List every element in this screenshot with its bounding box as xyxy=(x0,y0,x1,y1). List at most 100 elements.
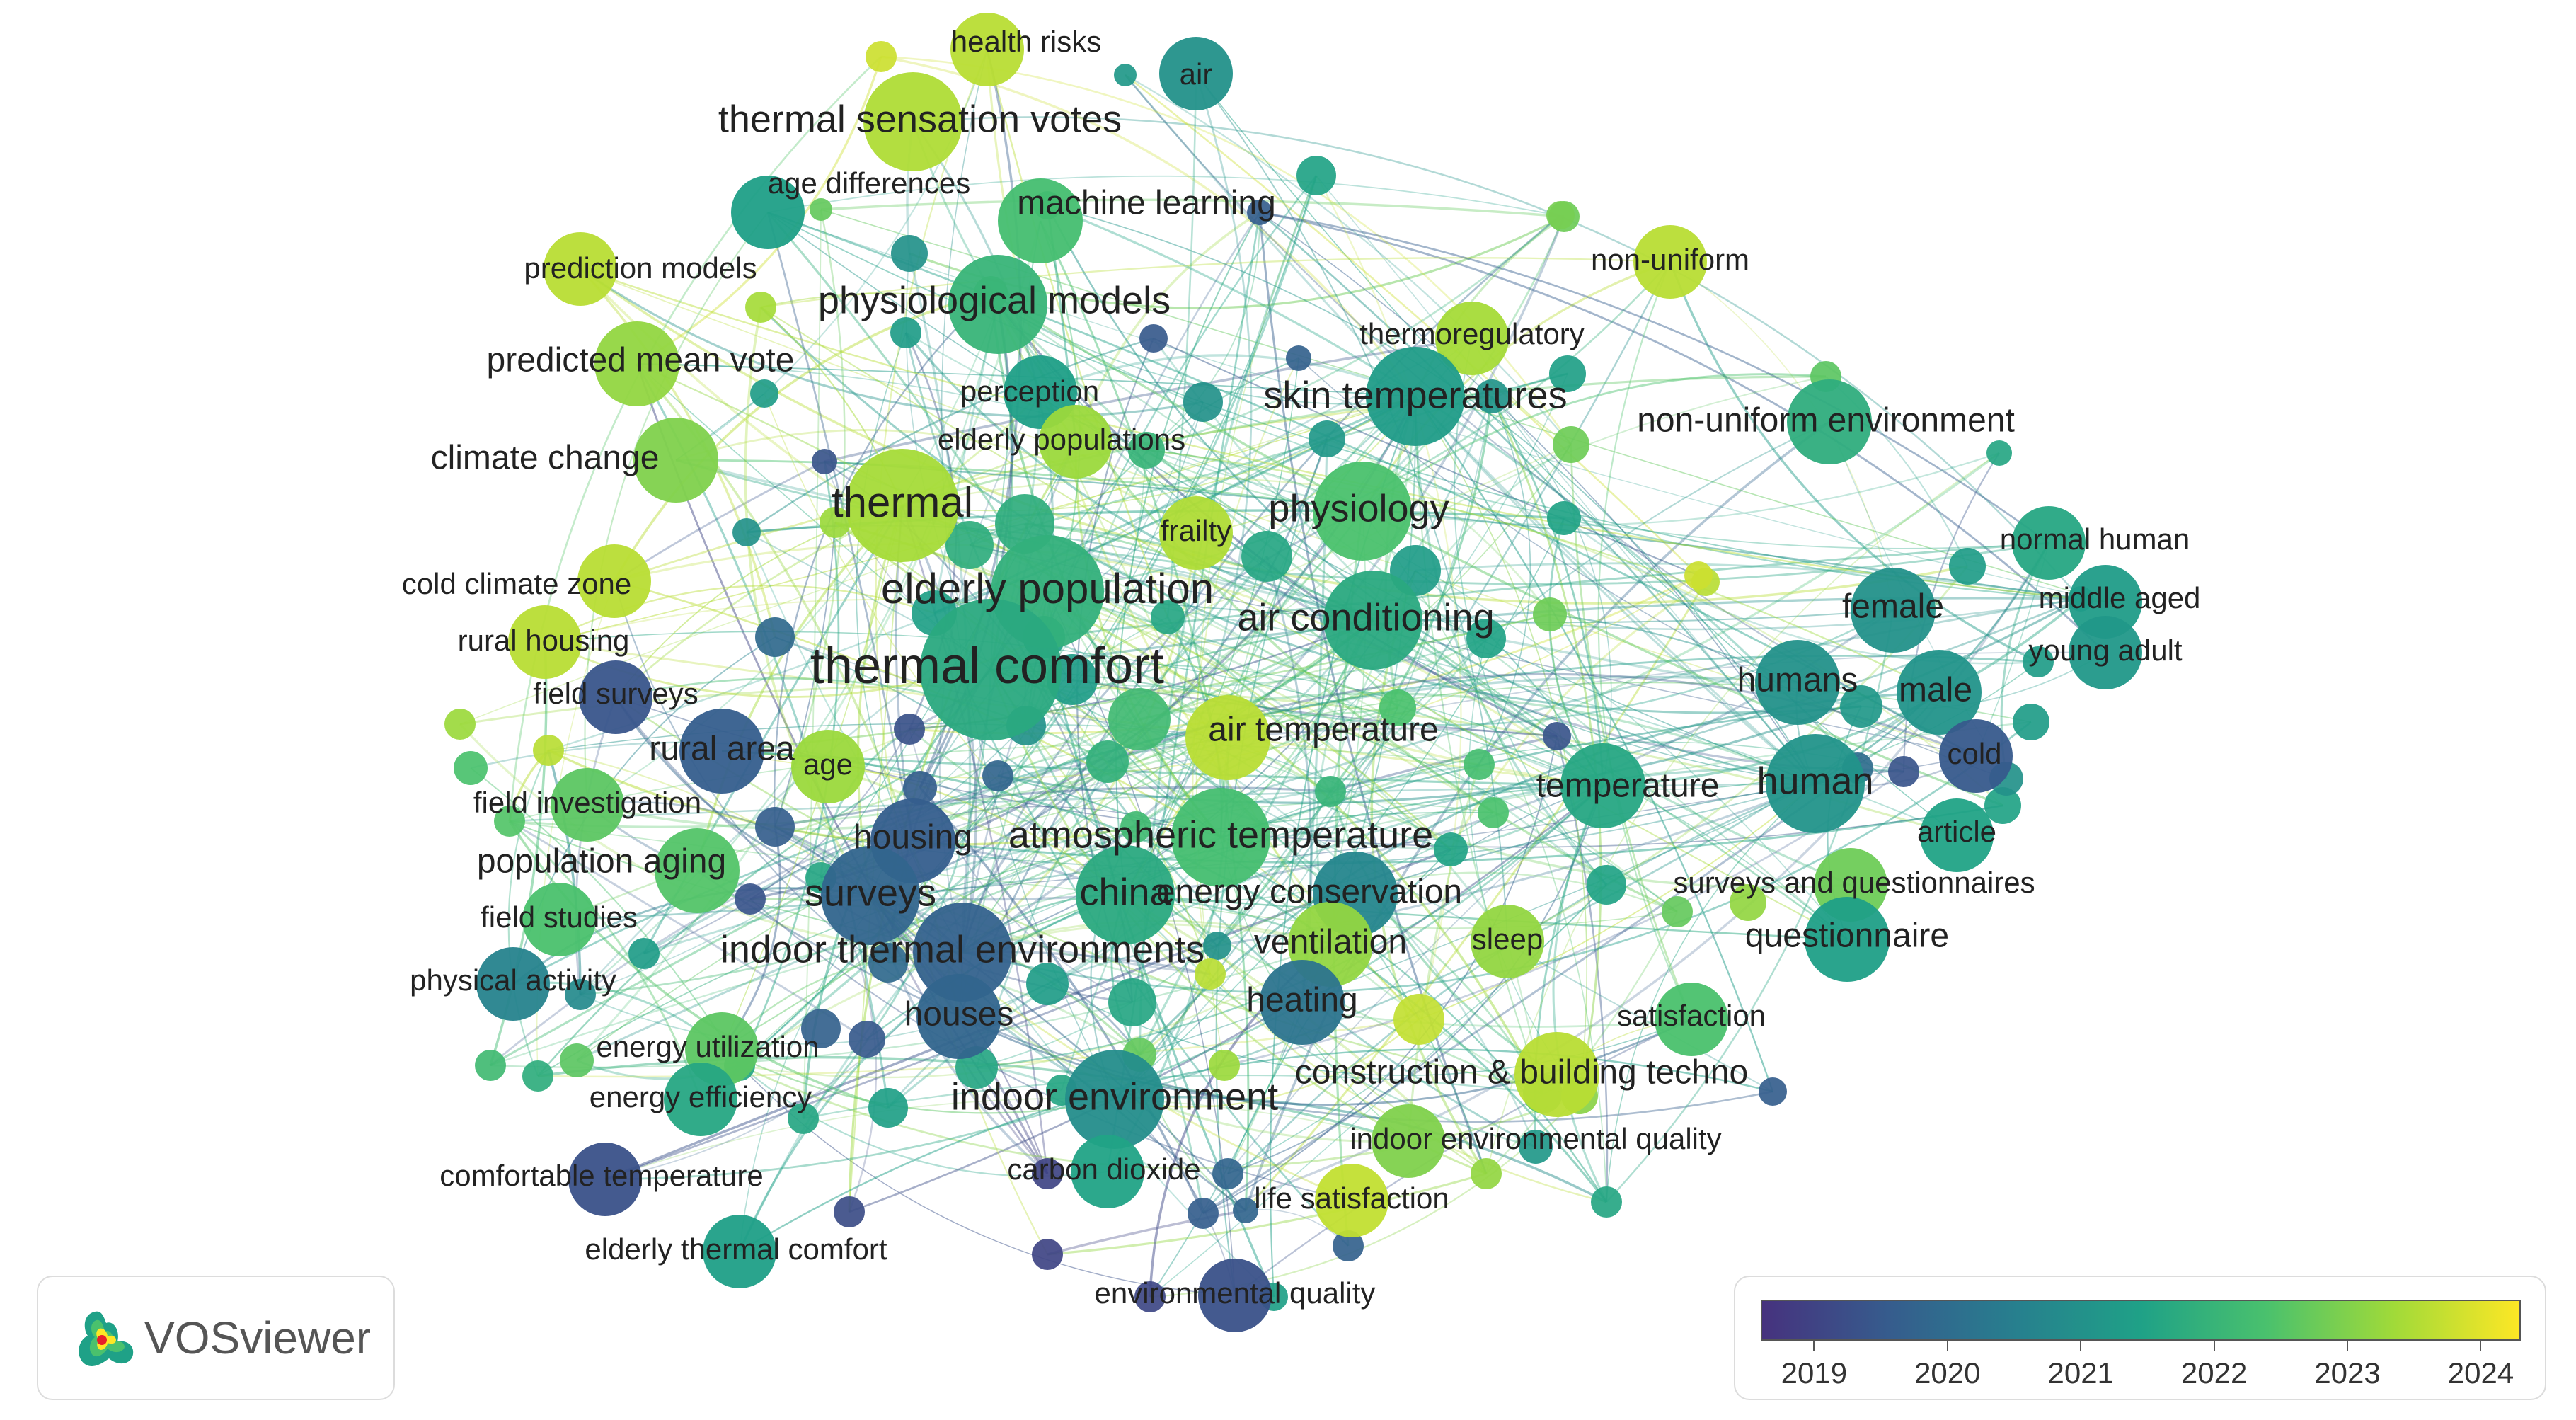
keyword-node[interactable] xyxy=(1475,379,1509,413)
keyword-node[interactable] xyxy=(568,1143,642,1216)
keyword-node[interactable] xyxy=(1076,845,1175,944)
keyword-node[interactable] xyxy=(1120,811,1151,842)
keyword-node[interactable] xyxy=(1471,1158,1502,1189)
keyword-node[interactable] xyxy=(1514,1032,1599,1117)
keyword-node[interactable] xyxy=(1114,64,1137,86)
keyword-node[interactable] xyxy=(735,883,766,915)
keyword-node[interactable] xyxy=(1986,440,2012,466)
keyword-node[interactable] xyxy=(1478,797,1509,828)
keyword-node[interactable] xyxy=(1471,905,1544,978)
keyword-node[interactable] xyxy=(2023,646,2054,677)
keyword-node[interactable] xyxy=(1203,932,1231,960)
keyword-node[interactable] xyxy=(1730,884,1766,921)
keyword-node[interactable] xyxy=(1247,200,1272,225)
keyword-node[interactable] xyxy=(1065,1050,1164,1149)
keyword-node[interactable] xyxy=(444,709,476,740)
keyword-node[interactable] xyxy=(863,72,962,171)
keyword-node[interactable] xyxy=(801,1009,841,1048)
keyword-node[interactable] xyxy=(1151,600,1185,634)
keyword-node[interactable] xyxy=(1587,865,1626,905)
keyword-node[interactable] xyxy=(890,317,921,348)
keyword-node[interactable] xyxy=(1805,897,1890,982)
keyword-node[interactable] xyxy=(1851,568,1936,653)
keyword-node[interactable] xyxy=(1323,571,1422,670)
keyword-node[interactable] xyxy=(1296,156,1336,195)
keyword-node[interactable] xyxy=(533,735,564,766)
keyword-node[interactable] xyxy=(522,883,596,956)
keyword-node[interactable] xyxy=(1108,688,1171,750)
keyword-node[interactable] xyxy=(1313,462,1412,561)
keyword-node[interactable] xyxy=(1260,960,1345,1045)
keyword-node[interactable] xyxy=(1086,740,1129,783)
keyword-node[interactable] xyxy=(1466,619,1506,658)
keyword-node[interactable] xyxy=(868,943,908,983)
keyword-node[interactable] xyxy=(1195,958,1226,990)
keyword-node[interactable] xyxy=(1591,1186,1622,1218)
keyword-node[interactable] xyxy=(788,1103,819,1134)
keyword-node[interactable] xyxy=(1897,650,1982,735)
keyword-node[interactable] xyxy=(948,255,1047,354)
keyword-node[interactable] xyxy=(1128,432,1165,469)
keyword-node[interactable] xyxy=(868,1088,908,1128)
keyword-node[interactable] xyxy=(1233,1198,1258,1223)
keyword-node[interactable] xyxy=(1759,1077,1787,1106)
keyword-node[interactable] xyxy=(755,807,795,847)
keyword-node[interactable] xyxy=(1309,420,1345,457)
keyword-node[interactable] xyxy=(577,544,651,618)
keyword-node[interactable] xyxy=(1286,345,1311,371)
keyword-node[interactable] xyxy=(1662,896,1693,927)
keyword-node[interactable] xyxy=(849,1021,885,1058)
keyword-node[interactable] xyxy=(1183,382,1223,422)
keyword-node[interactable] xyxy=(903,771,937,805)
keyword-node[interactable] xyxy=(594,321,679,406)
keyword-node[interactable] xyxy=(1241,531,1292,582)
keyword-node[interactable] xyxy=(1464,749,1495,780)
keyword-node[interactable] xyxy=(1026,963,1069,1005)
keyword-node[interactable] xyxy=(1888,756,1919,787)
keyword-node[interactable] xyxy=(1366,347,1465,446)
keyword-node[interactable] xyxy=(508,605,582,679)
keyword-node[interactable] xyxy=(633,418,718,503)
keyword-node[interactable] xyxy=(1393,994,1444,1045)
keyword-node[interactable] xyxy=(982,760,1013,791)
keyword-node-layer[interactable] xyxy=(476,13,2142,1332)
keyword-node[interactable] xyxy=(1108,978,1156,1026)
keyword-node[interactable] xyxy=(755,617,795,657)
keyword-node[interactable] xyxy=(454,751,488,785)
keyword-node[interactable] xyxy=(1755,640,1840,725)
keyword-node[interactable] xyxy=(1315,776,1346,807)
keyword-node[interactable] xyxy=(891,235,928,272)
keyword-node[interactable] xyxy=(1212,1158,1243,1189)
keyword-node[interactable] xyxy=(2069,616,2142,689)
keyword-node[interactable] xyxy=(565,979,596,1010)
keyword-node[interactable] xyxy=(476,947,550,1021)
keyword-node[interactable] xyxy=(551,768,624,842)
keyword-node[interactable] xyxy=(1039,405,1112,479)
keyword-node[interactable] xyxy=(998,178,1083,263)
keyword-node[interactable] xyxy=(913,903,1012,1002)
keyword-node[interactable] xyxy=(1547,501,1581,535)
keyword-node[interactable] xyxy=(894,714,925,745)
keyword-node[interactable] xyxy=(745,292,776,323)
keyword-node[interactable] xyxy=(846,449,959,562)
keyword-node[interactable] xyxy=(1949,548,1986,585)
keyword-node[interactable] xyxy=(1209,1050,1240,1081)
keyword-node[interactable] xyxy=(679,709,764,794)
keyword-node[interactable] xyxy=(544,232,617,306)
keyword-node[interactable] xyxy=(1684,561,1713,590)
keyword-node[interactable] xyxy=(1032,1158,1063,1189)
keyword-node[interactable] xyxy=(1633,225,1707,299)
keyword-node[interactable] xyxy=(1159,496,1233,570)
keyword-node[interactable] xyxy=(1185,695,1270,780)
keyword-node[interactable] xyxy=(1655,983,1728,1056)
keyword-node[interactable] xyxy=(1071,1135,1144,1208)
keyword-node[interactable] xyxy=(812,449,837,474)
keyword-node[interactable] xyxy=(1984,787,2021,824)
keyword-node[interactable] xyxy=(1766,734,1865,833)
keyword-node[interactable] xyxy=(1787,379,1872,464)
keyword-node[interactable] xyxy=(1519,1130,1553,1164)
keyword-node[interactable] xyxy=(2069,565,2142,639)
keyword-node[interactable] xyxy=(579,660,652,734)
keyword-node[interactable] xyxy=(2012,506,2086,580)
